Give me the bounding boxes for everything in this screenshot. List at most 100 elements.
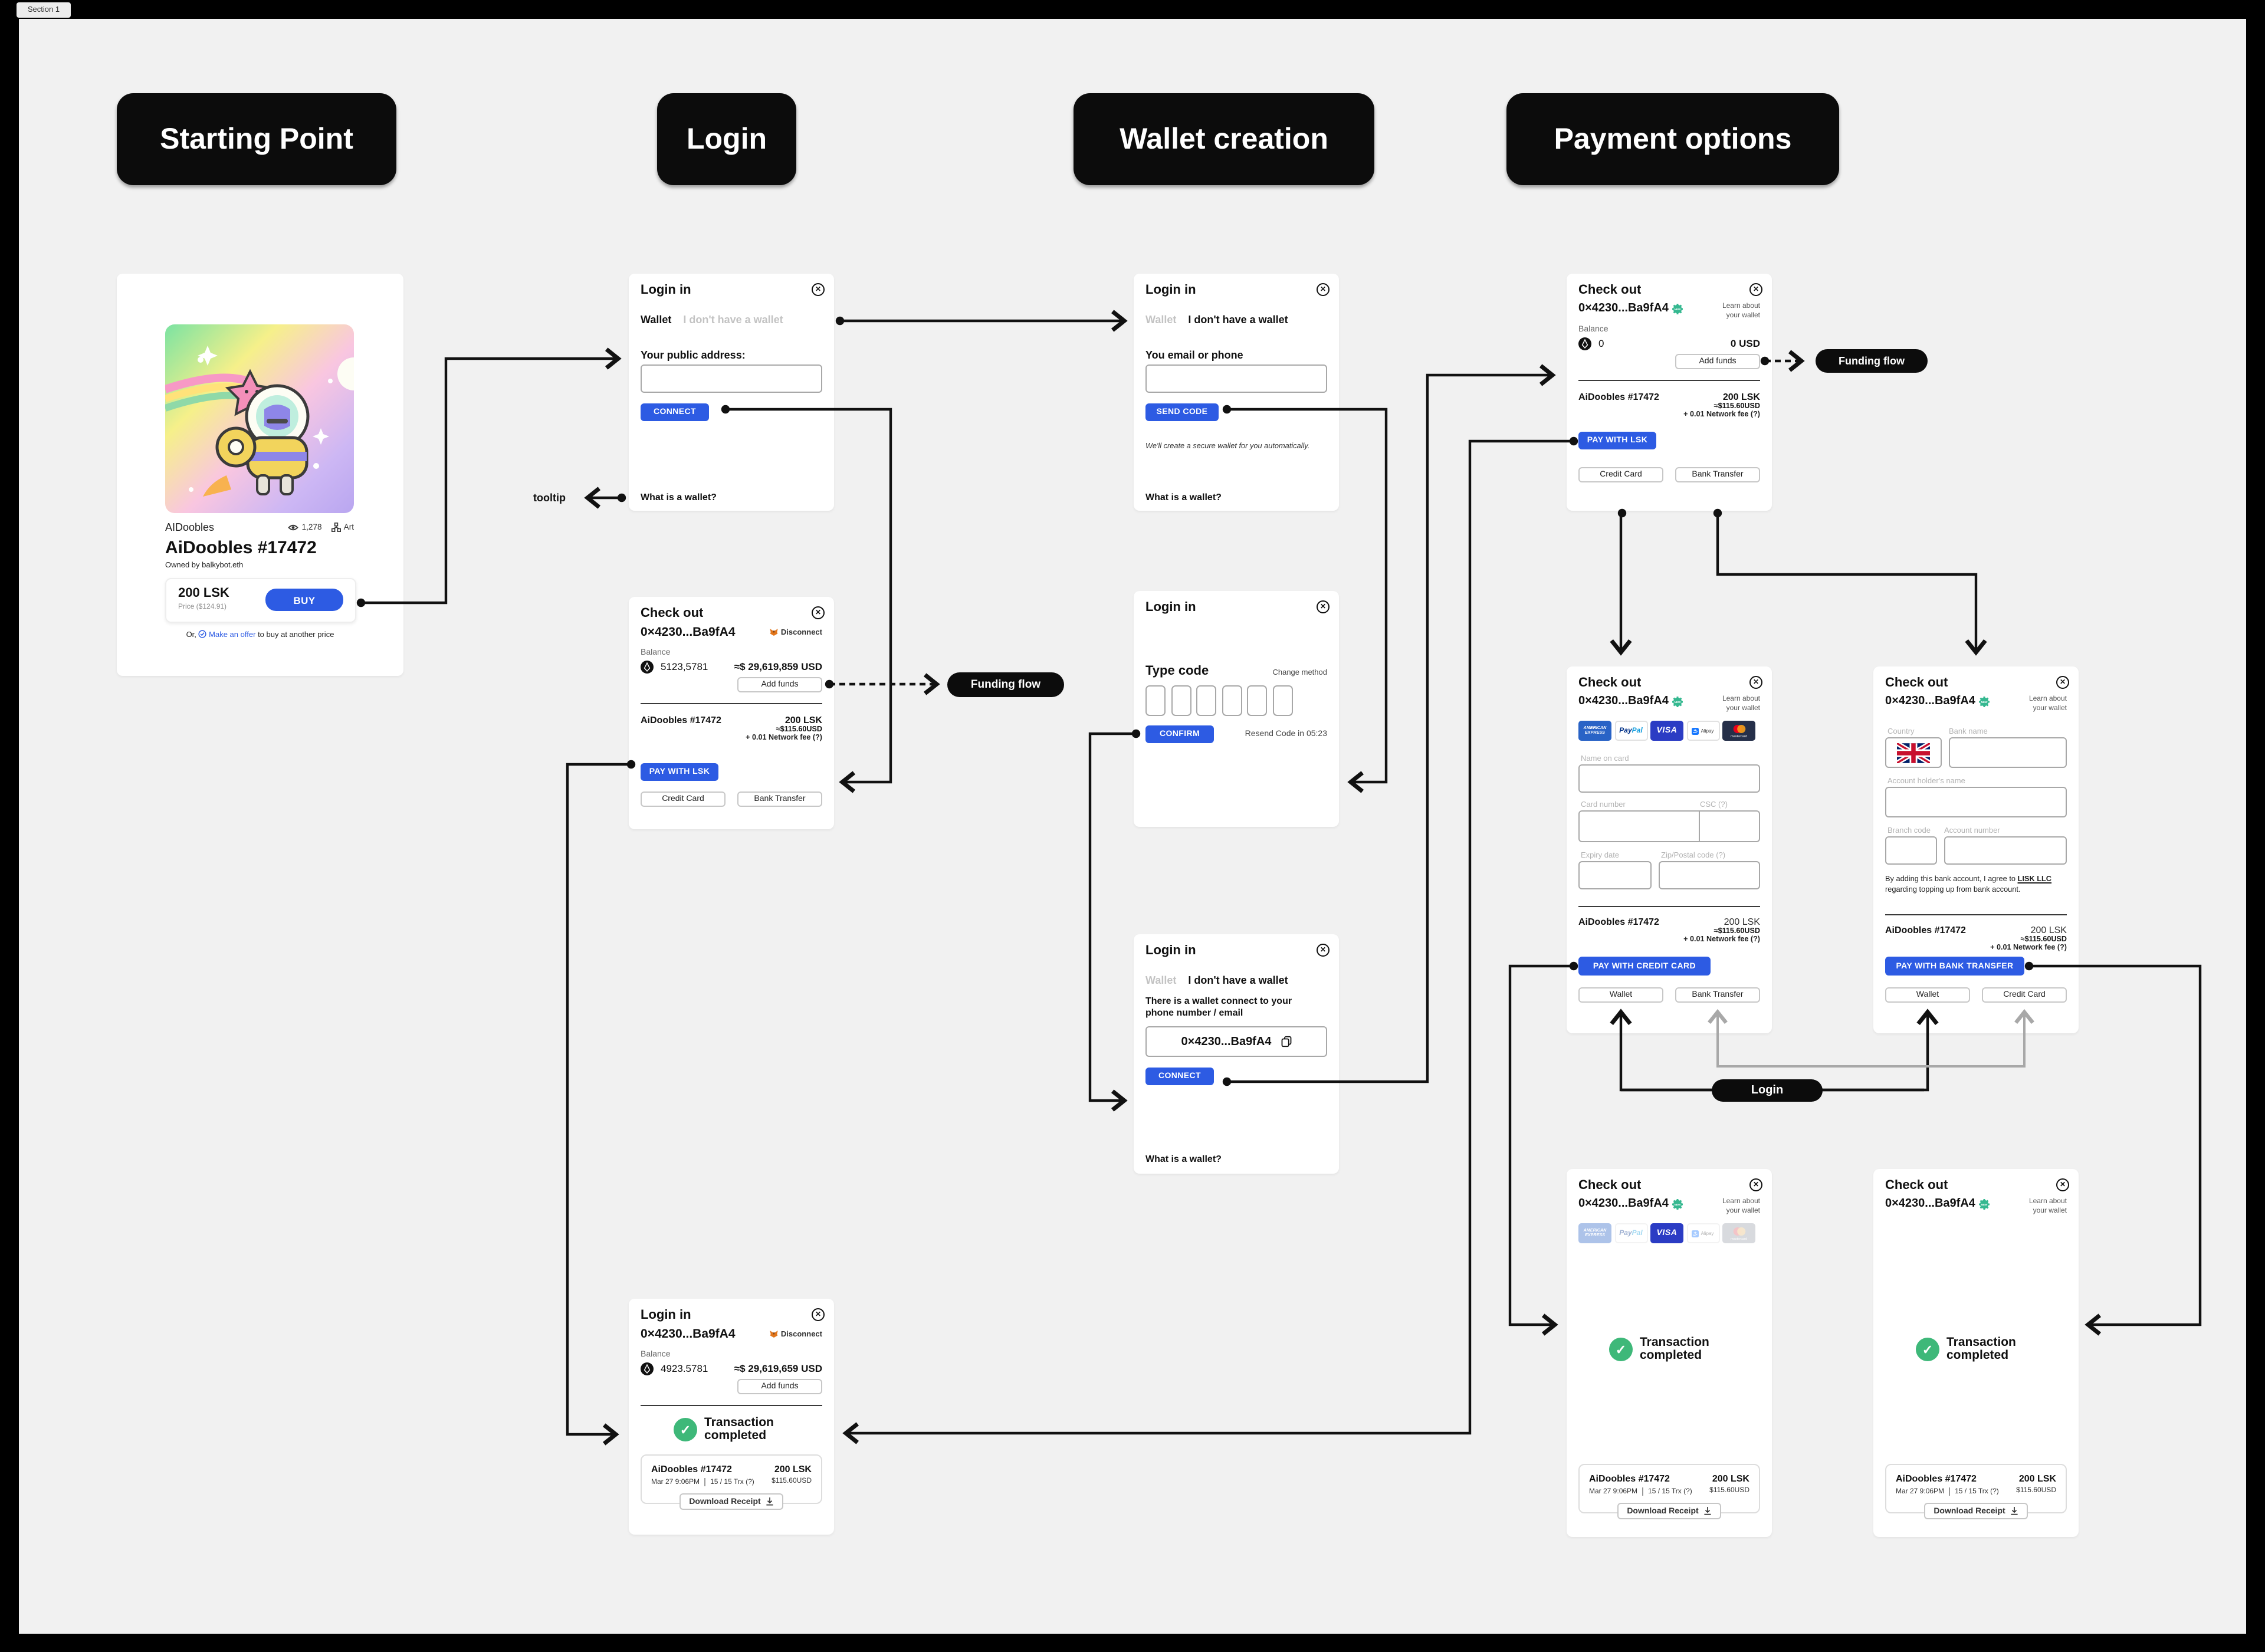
credit-card-option-button[interactable]: Credit Card	[641, 791, 726, 807]
modal-title: Check out	[641, 606, 704, 620]
bank-transfer-option-button[interactable]: Bank Transfer	[1675, 987, 1760, 1003]
wallet-address: 0×4230...Ba9fA4	[1578, 1197, 1669, 1210]
code-digit-input[interactable]	[1222, 685, 1242, 716]
country-select[interactable]	[1885, 737, 1942, 768]
add-funds-button[interactable]: Add funds	[737, 677, 822, 692]
code-digit-input[interactable]	[1171, 685, 1191, 716]
section-tab[interactable]: Section 1	[17, 2, 71, 18]
code-digit-input[interactable]	[1247, 685, 1267, 716]
bank-transfer-modal: Check out ✕ 0×4230...Ba9fA4 NEW Learn ab…	[1873, 666, 2079, 1033]
transaction-wallet-modal: Login in ✕ 0×4230...Ba9fA4 Disconnect Ba…	[629, 1299, 834, 1535]
receipt-item: AiDoobles #17472	[1896, 1473, 1977, 1484]
close-icon[interactable]: ✕	[1749, 676, 1762, 689]
what-is-wallet-link[interactable]: What is a wallet?	[641, 492, 717, 503]
add-funds-button[interactable]: Add funds	[1675, 354, 1760, 369]
modal-title: Login in	[641, 1308, 691, 1322]
pay-with-credit-card-button[interactable]: PAY WITH CREDIT CARD	[1578, 957, 1711, 976]
balance-usd: ≈$ 29,619,859 USD	[734, 661, 822, 672]
item-usd: ≈$115.60USD	[1713, 927, 1760, 935]
tab-wallet[interactable]: Wallet	[641, 314, 672, 326]
modal-title: Check out	[1578, 1178, 1642, 1193]
collection-name[interactable]: AIDoobles	[165, 521, 215, 533]
buy-button[interactable]: BUY	[265, 589, 343, 611]
transaction-credit-modal: Check out ✕ 0×4230...Ba9fA4 NEW Learn ab…	[1567, 1169, 1772, 1537]
connect-button[interactable]: CONNECT	[641, 403, 709, 421]
account-holder-label: Account holder's name	[1888, 777, 1965, 786]
mastercard-logo-icon: mastercard	[1722, 721, 1755, 741]
close-icon[interactable]: ✕	[2056, 676, 2069, 689]
add-funds-button[interactable]: Add funds	[737, 1379, 822, 1394]
bank-transfer-option-button[interactable]: Bank Transfer	[737, 791, 822, 807]
email-phone-input[interactable]	[1145, 364, 1327, 393]
send-code-button[interactable]: SEND CODE	[1145, 403, 1219, 421]
confirm-button[interactable]: CONFIRM	[1145, 725, 1214, 743]
pay-with-lsk-button[interactable]: PAY WITH LSK	[641, 763, 718, 781]
credit-card-option-button[interactable]: Credit Card	[1578, 467, 1663, 482]
visa-logo-icon: VISA	[1650, 1223, 1683, 1243]
tab-wallet[interactable]: Wallet	[1145, 974, 1177, 986]
tab-no-wallet[interactable]: I don't have a wallet	[1188, 974, 1288, 986]
wallet-option-button[interactable]: Wallet	[1578, 987, 1663, 1003]
tab-wallet[interactable]: Wallet	[1145, 314, 1177, 326]
resend-code-label[interactable]: Resend Code in 05:23	[1245, 730, 1327, 738]
modal-title: Login in	[1145, 283, 1196, 297]
download-receipt-label: Download Receipt	[689, 1497, 761, 1506]
close-icon[interactable]: ✕	[1317, 283, 1330, 296]
make-offer-link[interactable]: Make an offer	[209, 631, 256, 639]
code-digit-input[interactable]	[1196, 685, 1216, 716]
close-icon[interactable]: ✕	[1317, 944, 1330, 957]
expiry-input[interactable]	[1578, 861, 1652, 889]
connect-button[interactable]: CONNECT	[1145, 1068, 1214, 1085]
zip-input[interactable]	[1659, 861, 1760, 889]
pay-with-bank-transfer-button[interactable]: PAY WITH BANK TRANSFER	[1885, 957, 2024, 976]
download-receipt-button[interactable]: Download Receipt	[680, 1493, 783, 1510]
csc-input[interactable]	[1699, 812, 1700, 841]
close-icon[interactable]: ✕	[812, 1308, 825, 1321]
close-icon[interactable]: ✕	[1749, 1178, 1762, 1191]
tab-no-wallet[interactable]: I don't have a wallet	[683, 314, 783, 326]
disconnect-link[interactable]: Disconnect	[769, 628, 822, 637]
wallet-option-button[interactable]: Wallet	[1885, 987, 1970, 1003]
download-receipt-button[interactable]: Download Receipt	[1617, 1503, 1721, 1519]
what-is-wallet-link[interactable]: What is a wallet?	[1145, 1154, 1222, 1164]
item-fee: + 0.01 Network fee (?)	[1990, 944, 2067, 952]
name-on-card-input[interactable]	[1578, 764, 1760, 793]
code-digit-input[interactable]	[1145, 685, 1166, 716]
expiry-label: Expiry date	[1581, 852, 1620, 860]
close-icon[interactable]: ✕	[1317, 600, 1330, 613]
credit-card-option-button[interactable]: Credit Card	[1982, 987, 2067, 1003]
copy-icon[interactable]	[1281, 1036, 1291, 1047]
branch-code-input[interactable]	[1885, 836, 1937, 865]
close-icon[interactable]: ✕	[1749, 283, 1762, 296]
account-number-input[interactable]	[1944, 836, 2067, 865]
what-is-wallet-link[interactable]: What is a wallet?	[1145, 492, 1222, 503]
code-digit-input[interactable]	[1272, 685, 1292, 716]
card-number-input[interactable]	[1578, 810, 1760, 842]
divider	[641, 703, 822, 704]
change-method-link[interactable]: Change method	[1272, 669, 1327, 677]
wallet-address-field[interactable]: 0×4230...Ba9fA4	[1145, 1026, 1327, 1057]
download-receipt-button[interactable]: Download Receipt	[1924, 1503, 2028, 1519]
close-icon[interactable]: ✕	[812, 606, 825, 619]
pay-with-lsk-button[interactable]: PAY WITH LSK	[1578, 432, 1656, 449]
account-holder-input[interactable]	[1885, 787, 2067, 817]
close-icon[interactable]: ✕	[2056, 1178, 2069, 1191]
disconnect-link[interactable]: Disconnect	[769, 1329, 822, 1339]
close-icon[interactable]: ✕	[812, 283, 825, 296]
country-label: Country	[1888, 728, 1915, 736]
modal-title: Login in	[1145, 944, 1196, 958]
wallet-address: 0×4230...Ba9fA4	[1885, 1197, 1975, 1210]
tab-no-wallet[interactable]: I don't have a wallet	[1188, 314, 1288, 326]
bank-transfer-option-button[interactable]: Bank Transfer	[1675, 467, 1760, 482]
public-address-input[interactable]	[641, 364, 822, 393]
bank-name-input[interactable]	[1949, 737, 2067, 768]
modal-title: Check out	[1885, 676, 1948, 690]
lisk-llc-link[interactable]: LISK LLC	[2017, 875, 2052, 884]
